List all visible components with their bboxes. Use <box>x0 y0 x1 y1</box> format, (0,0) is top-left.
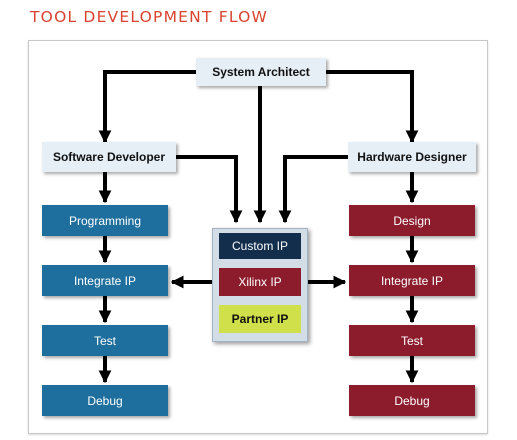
page-title: TOOL DEVELOPMENT FLOW <box>30 8 269 26</box>
software-step-test: Test <box>42 325 168 356</box>
hardware-step-integrate-ip: Integrate IP <box>349 265 475 296</box>
software-developer-box: Software Developer <box>42 142 176 172</box>
hardware-step-design: Design <box>349 205 475 236</box>
software-step-debug: Debug <box>42 385 168 416</box>
software-step-integrate-ip: Integrate IP <box>42 265 168 296</box>
hardware-step-debug: Debug <box>349 385 475 416</box>
software-step-programming: Programming <box>42 205 168 236</box>
xilinx-ip-block: Xilinx IP <box>219 268 301 296</box>
system-architect-box: System Architect <box>196 58 326 86</box>
hardware-designer-box: Hardware Designer <box>348 142 476 172</box>
hardware-step-test: Test <box>349 325 475 356</box>
partner-ip-block: Partner IP <box>219 305 301 333</box>
custom-ip-block: Custom IP <box>219 233 301 259</box>
